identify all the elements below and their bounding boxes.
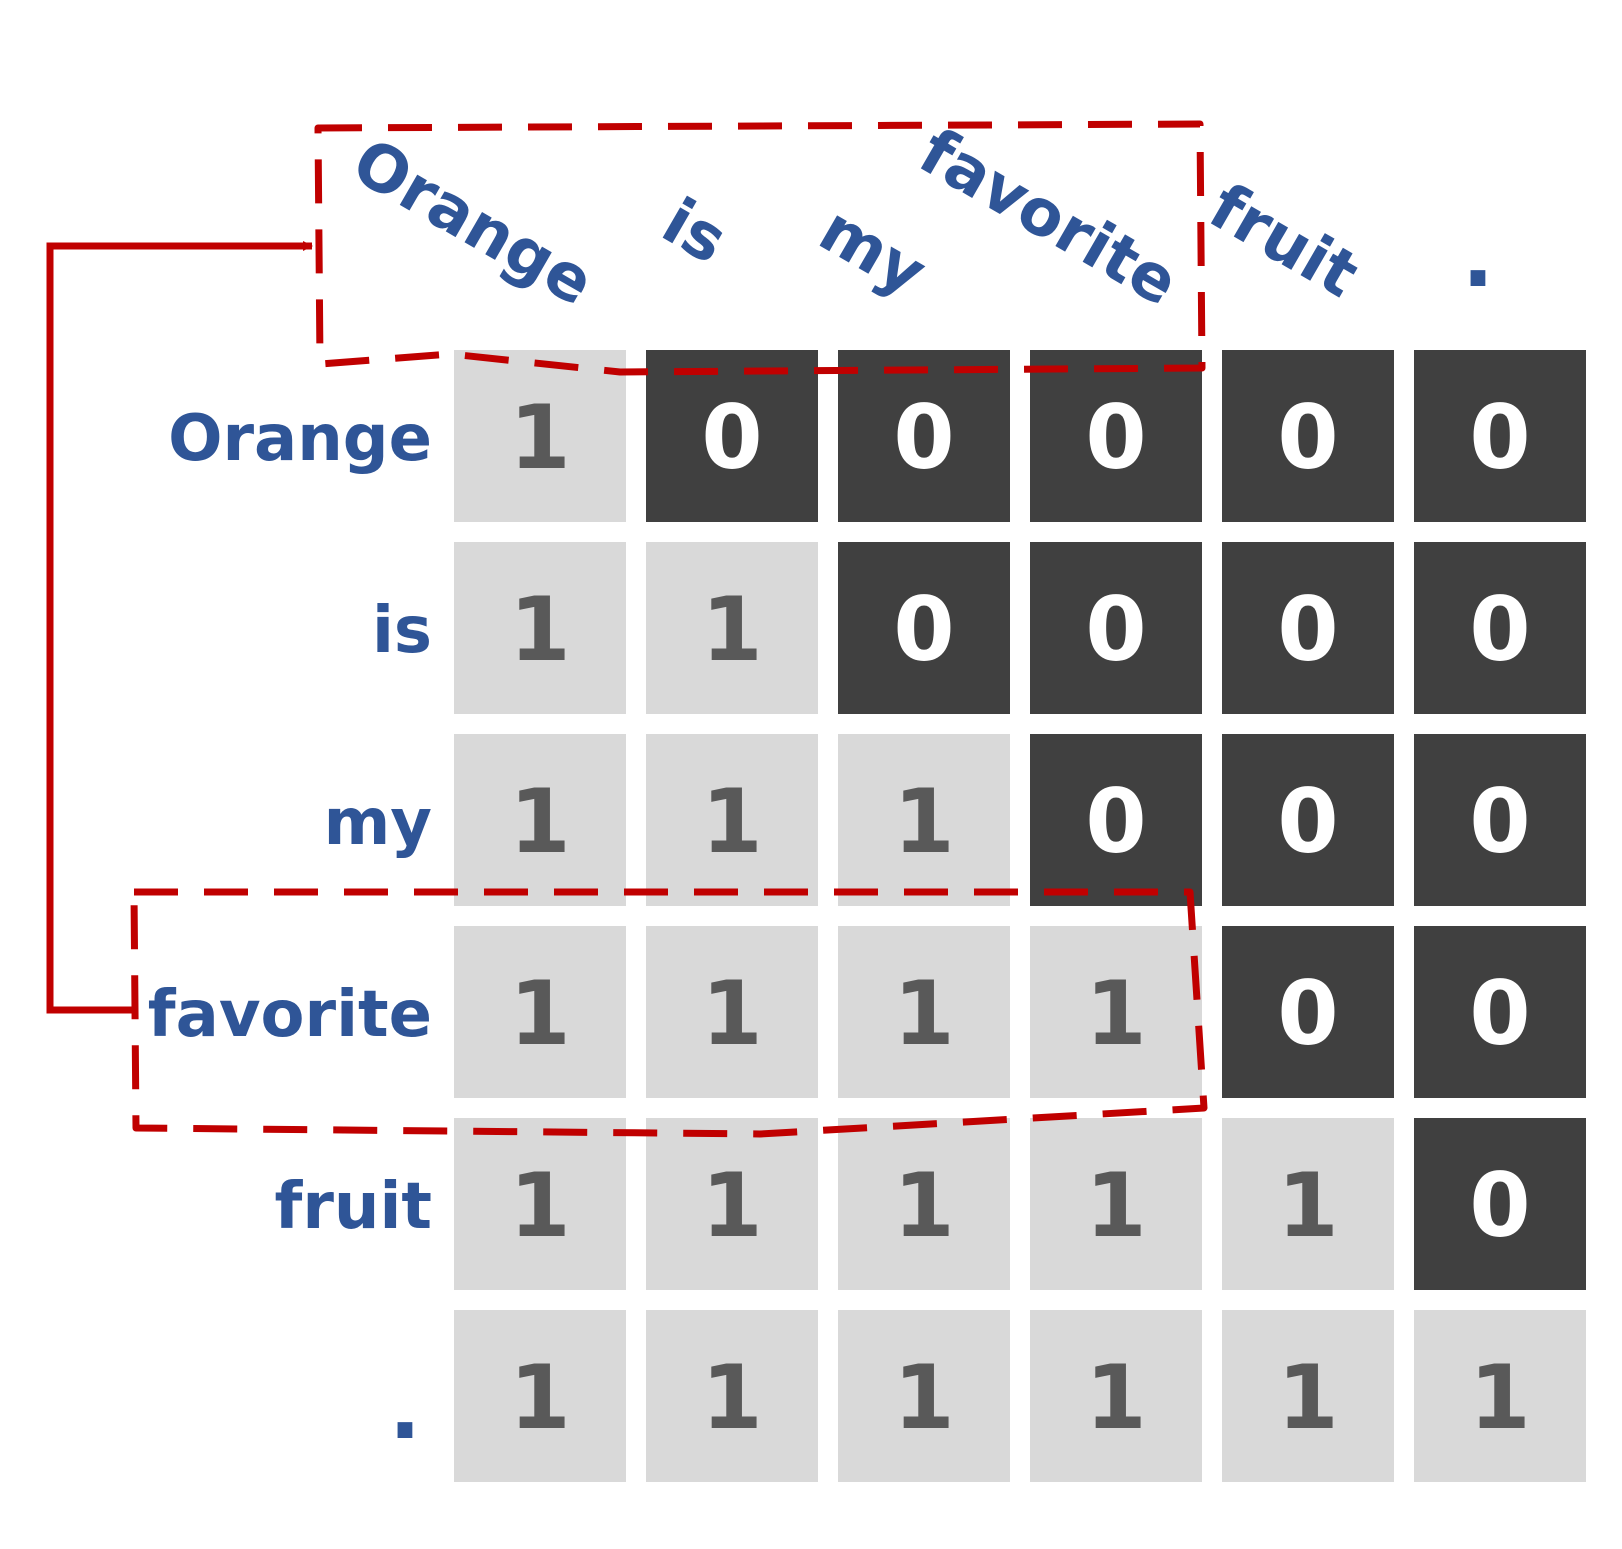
mask-cell-1-3 — [838, 350, 1010, 522]
mask-value-1-2: 0 — [701, 386, 762, 489]
mask-cell-3-3 — [838, 734, 1010, 906]
mask-cell-4-4 — [1030, 926, 1202, 1098]
mask-value-2-4: 0 — [1085, 578, 1146, 681]
mask-value-6-3: 1 — [893, 1346, 954, 1449]
mask-value-1-4: 0 — [1085, 386, 1146, 489]
mask-cell-1-5 — [1222, 350, 1394, 522]
column-label-3: my — [807, 193, 938, 311]
column-label-1: Orange — [340, 125, 606, 321]
column-label-5: fruit — [1197, 170, 1370, 313]
mask-value-3-5: 0 — [1277, 770, 1338, 873]
mask-cell-2-4 — [1030, 542, 1202, 714]
mask-value-5-3: 1 — [893, 1154, 954, 1257]
mask-value-6-1: 1 — [509, 1346, 570, 1449]
mask-value-5-2: 1 — [701, 1154, 762, 1257]
mask-cell-5-6 — [1414, 1118, 1586, 1290]
mask-cell-1-4 — [1030, 350, 1202, 522]
mask-value-4-6: 0 — [1469, 962, 1530, 1065]
mask-cell-2-5 — [1222, 542, 1394, 714]
mask-cell-3-4 — [1030, 734, 1202, 906]
mask-value-2-6: 0 — [1469, 578, 1530, 681]
mask-value-2-3: 0 — [893, 578, 954, 681]
row-label-5: fruit — [275, 1170, 433, 1244]
mask-cell-6-2 — [646, 1310, 818, 1482]
mask-cell-5-3 — [838, 1118, 1010, 1290]
mask-value-4-2: 1 — [701, 962, 762, 1065]
highlight-overlay — [46, 120, 1208, 1138]
row-labels: Orange is my favorite fruit. — [148, 402, 432, 1458]
mask-cell-4-6 — [1414, 926, 1586, 1098]
mask-cell-6-4 — [1030, 1310, 1202, 1482]
column-label-4: favorite — [907, 115, 1190, 321]
mask-cell-3-5 — [1222, 734, 1394, 906]
mask-cell-5-5 — [1222, 1118, 1394, 1290]
mask-value-3-4: 0 — [1085, 770, 1146, 873]
mask-value-3-6: 0 — [1469, 770, 1530, 873]
mask-value-3-3: 1 — [893, 770, 954, 873]
mask-value-1-3: 0 — [893, 386, 954, 489]
mask-cell-6-1 — [454, 1310, 626, 1482]
mask-cell-2-1 — [454, 542, 626, 714]
mask-value-3-2: 1 — [701, 770, 762, 873]
mask-cell-2-2 — [646, 542, 818, 714]
mask-cell-1-1 — [454, 350, 626, 522]
mask-cell-2-6 — [1414, 542, 1586, 714]
mask-value-6-6: 1 — [1469, 1346, 1530, 1449]
mask-cell-6-5 — [1222, 1310, 1394, 1482]
row-label-4: favorite — [148, 978, 432, 1052]
highlight-box-columns — [314, 120, 1206, 376]
mask-cell-4-2 — [646, 926, 818, 1098]
row-label-1: Orange — [168, 402, 432, 476]
mask-value-4-4: 1 — [1085, 962, 1146, 1065]
mask-value-3-1: 1 — [509, 770, 570, 873]
column-label-6: . — [1462, 208, 1494, 306]
mask-value-2-2: 1 — [701, 578, 762, 681]
mask-cell-1-6 — [1414, 350, 1586, 522]
mask-value-2-5: 0 — [1277, 578, 1338, 681]
row-label-6: . — [389, 1360, 421, 1458]
mask-cell-1-2 — [646, 350, 818, 522]
mask-value-4-3: 1 — [893, 962, 954, 1065]
mask-value-4-5: 0 — [1277, 962, 1338, 1065]
mask-cell-4-1 — [454, 926, 626, 1098]
mask-grid: 1 0 0 0 0 0 1 1 0 0 0 0 1 1 1 0 0 0 1 1 1 1 0 0 1 1 1 1 1 0 1 1 1 1 1 1 — [454, 350, 1586, 1482]
mask-cell-5-2 — [646, 1118, 818, 1290]
mask-cell-6-6 — [1414, 1310, 1586, 1482]
mask-value-2-1: 1 — [509, 578, 570, 681]
mask-cell-3-6 — [1414, 734, 1586, 906]
mask-value-6-2: 1 — [701, 1346, 762, 1449]
mask-cell-5-1 — [454, 1118, 626, 1290]
mask-cell-3-1 — [454, 734, 626, 906]
mask-value-1-1: 1 — [509, 386, 570, 489]
column-label-2: is — [650, 185, 739, 279]
highlight-arrow — [46, 241, 313, 1014]
mask-value-1-6: 0 — [1469, 386, 1530, 489]
row-label-3: my — [324, 786, 432, 860]
mask-cell-5-4 — [1030, 1118, 1202, 1290]
mask-value-6-5: 1 — [1277, 1346, 1338, 1449]
mask-value-4-1: 1 — [509, 962, 570, 1065]
mask-cell-3-2 — [646, 734, 818, 906]
mask-value-5-6: 0 — [1469, 1154, 1530, 1257]
highlight-box-row — [130, 888, 1208, 1138]
row-label-2: is — [372, 594, 432, 668]
mask-cell-2-3 — [838, 542, 1010, 714]
mask-value-5-4: 1 — [1085, 1154, 1146, 1257]
mask-cell-4-5 — [1222, 926, 1394, 1098]
mask-cell-6-3 — [838, 1310, 1010, 1482]
mask-cell-4-3 — [838, 926, 1010, 1098]
mask-value-1-5: 0 — [1277, 386, 1338, 489]
mask-value-6-4: 1 — [1085, 1346, 1146, 1449]
mask-value-5-5: 1 — [1277, 1154, 1338, 1257]
mask-value-5-1: 1 — [509, 1154, 570, 1257]
